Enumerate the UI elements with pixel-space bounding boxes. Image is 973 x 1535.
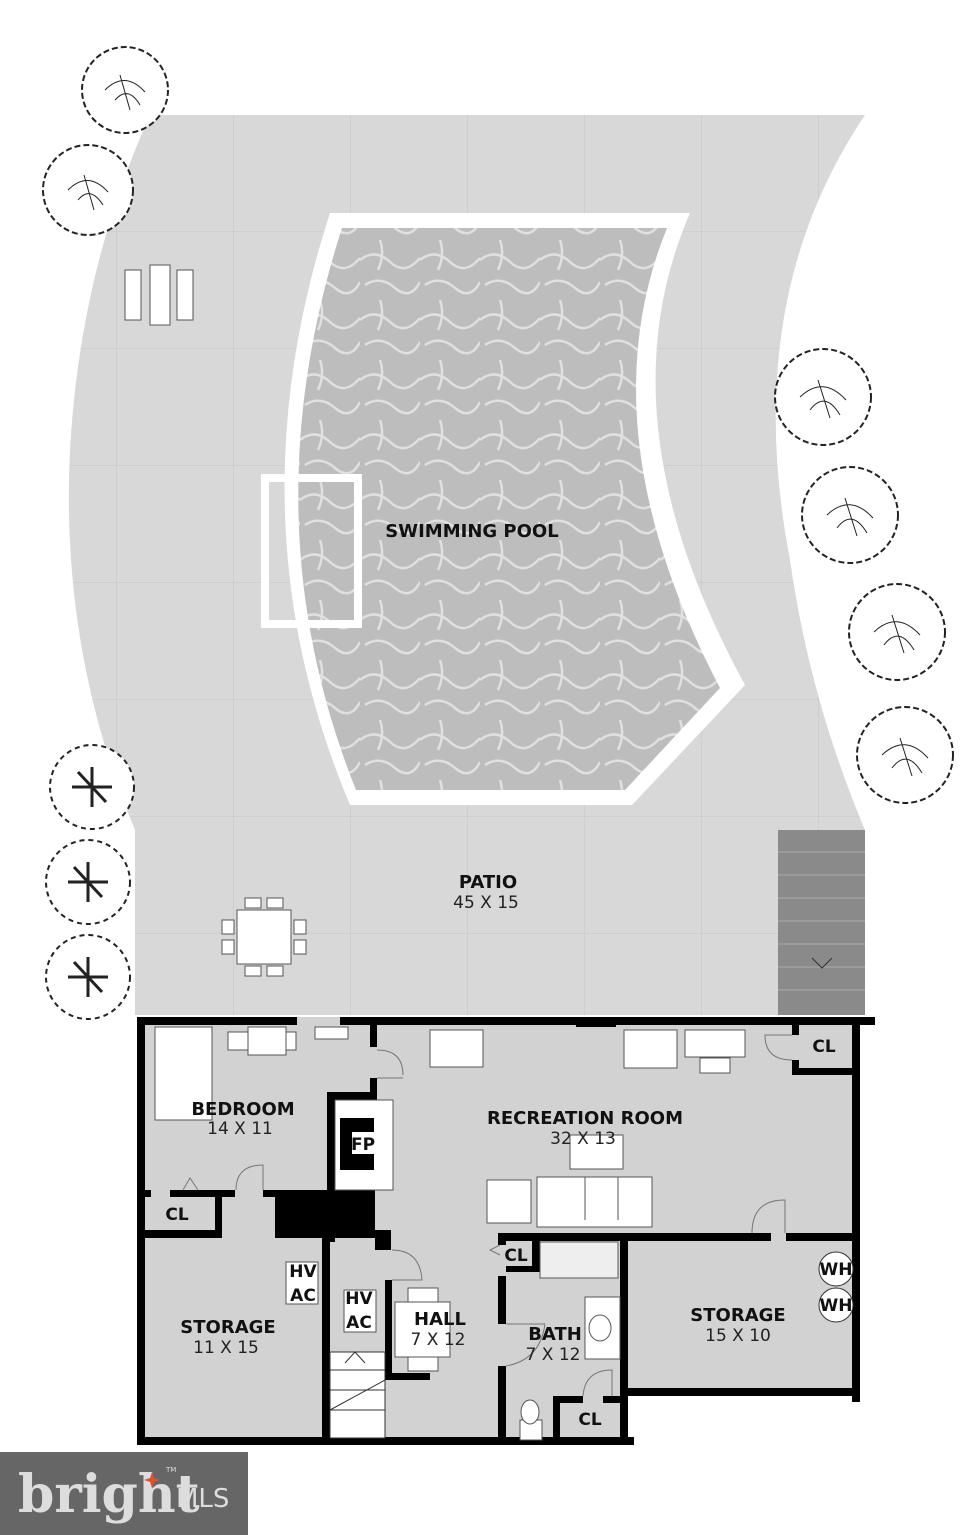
water-heater-label: WH: [820, 1260, 853, 1280]
tree-icon: [856, 706, 954, 804]
logo-brand: bright: [18, 1464, 200, 1525]
patio-size: 45 X 15: [453, 893, 519, 913]
bath-size: 7 X 12: [526, 1345, 581, 1365]
logo-suffix: MLS: [176, 1484, 229, 1514]
logo-tm: TM: [165, 1466, 176, 1474]
storage-right-label: STORAGE: [690, 1305, 785, 1326]
recreation-room-label: RECREATION ROOM: [487, 1108, 683, 1129]
exterior-stairs: [778, 830, 865, 1015]
pool-label: SWIMMING POOL: [385, 521, 558, 542]
trees: [42, 46, 954, 1020]
bright-mls-logo: bright MLS TM: [0, 1452, 248, 1535]
hvac-label: AC: [290, 1286, 316, 1306]
closet-label: CL: [578, 1410, 601, 1430]
bath-label: BATH: [528, 1324, 582, 1345]
hall-label: HALL: [414, 1309, 466, 1330]
fireplace-label: FP: [351, 1135, 375, 1155]
basement: FP: [137, 1017, 875, 1445]
tree-icon: [42, 144, 134, 236]
bedroom-size: 14 X 11: [207, 1119, 273, 1139]
recreation-room-size: 32 X 13: [550, 1129, 616, 1149]
bed: [154, 1026, 213, 1121]
storage-left-label: STORAGE: [180, 1317, 275, 1338]
hvac-label: HV: [345, 1289, 373, 1309]
lounge-chairs: [124, 264, 194, 326]
water-heater-label: WH: [820, 1296, 853, 1316]
tree-icon: [49, 744, 135, 830]
tree-icon: [45, 934, 131, 1020]
tree-icon: [45, 839, 131, 925]
hvac-label: AC: [346, 1313, 372, 1333]
closet-label: CL: [504, 1246, 527, 1266]
storage-left-size: 11 X 15: [193, 1338, 259, 1358]
swimming-pool: [298, 228, 720, 790]
closet-label: CL: [812, 1037, 835, 1057]
storage-right-size: 15 X 10: [705, 1326, 771, 1346]
tree-icon: [81, 46, 169, 134]
star-icon: [144, 1472, 160, 1488]
patio-table: [221, 897, 307, 977]
tree-icon: [848, 583, 946, 681]
hvac-label: HV: [289, 1262, 317, 1282]
hall-size: 7 X 12: [411, 1330, 466, 1350]
patio-label: PATIO: [459, 872, 517, 893]
tree-icon: [801, 466, 899, 564]
closet-label: CL: [165, 1205, 188, 1225]
bedroom-label: BEDROOM: [191, 1099, 294, 1120]
spa: [261, 474, 362, 628]
tree-icon: [774, 348, 872, 446]
